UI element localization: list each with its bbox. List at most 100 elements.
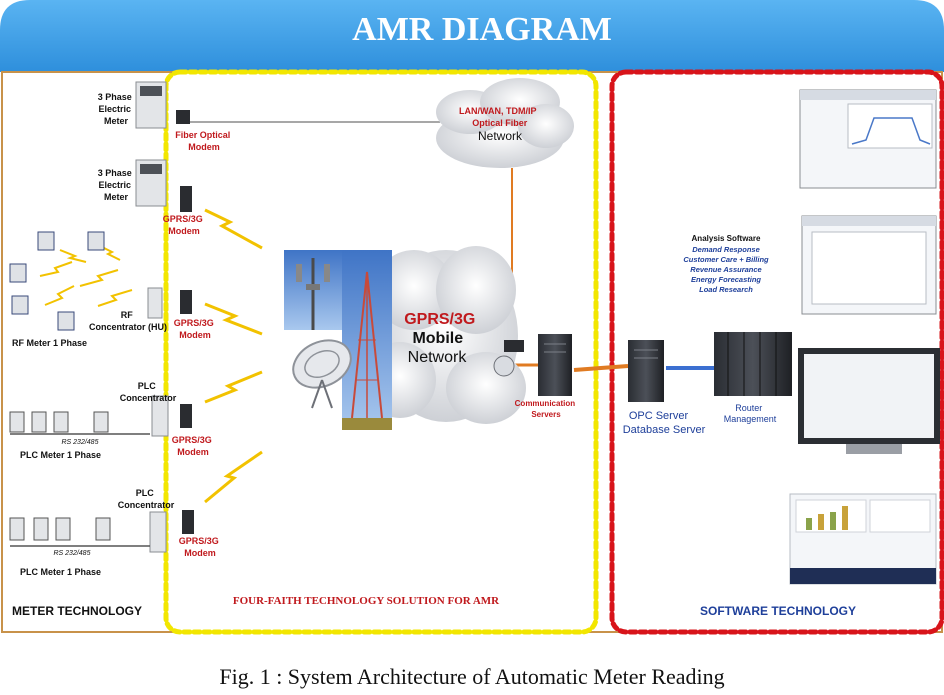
label-line: Modem [184,548,216,558]
label-line: GPRS/3G [174,318,214,328]
analysis-software-title: Analysis Software [692,234,761,243]
label-line: RF [121,310,133,320]
solution-panel [163,69,599,635]
plc-meters-row-1 [9,411,150,435]
label-line: GPRS/3G [172,435,212,445]
gprs-modem-label-3: GPRS/3G Modem [172,435,215,457]
analysis-software-item: Energy Forecasting [691,275,761,284]
opc-server-icon [628,340,664,402]
gprs-modem-icon-3 [180,404,192,428]
analysis-software-item: Revenue Assurance [690,265,761,274]
figure-caption: Fig. 1 : System Architecture of Automati… [219,664,725,689]
plc-concentrator-label-1: PLC Concentrator [120,381,177,403]
gprs-modem-icon-4 [182,510,194,534]
label-line: Fiber Optical [175,130,230,140]
software-screenshot-1 [799,89,937,189]
software-technology-label: SOFTWARE TECHNOLOGY [700,604,856,618]
communication-server-label: Communication Servers [515,399,578,419]
rf-concentrator-label: RF Concentrator (HU) [89,310,167,332]
opc-server-label: OPC Server Database Server [623,410,706,436]
server-rack-icon [714,332,792,396]
wireless-link-4 [204,450,263,504]
header-banner [0,0,944,72]
label-line: Concentrator [120,393,177,403]
analysis-software-item: Customer Care + Billing [683,255,769,264]
label-line: Modem [179,330,211,340]
rf-meter-label: RF Meter 1 Phase [12,338,87,348]
gprs-modem-label-2: GPRS/3G Modem [174,318,217,340]
gprs-modem-icon-1 [180,186,192,212]
communication-server-icon [538,334,572,396]
label-line: Electric [98,104,131,114]
plc-meters-row-2 [9,517,150,547]
label-line: 3 Phase [98,168,132,178]
label-line: LAN/WAN, TDM/IP [459,106,537,116]
label-line: Modem [168,226,200,236]
gprs-modem-label-1: GPRS/3G Modem [163,214,206,236]
rs-label-2: RS 232/485 [54,550,91,557]
plc-meter-label-1: PLC Meter 1 Phase [20,450,101,460]
analysis-software-item: Demand Response [692,245,760,254]
label-line: GPRS/3G [163,214,203,224]
label-line: Mobile [412,330,463,347]
label-line: Router [735,403,762,413]
router-icon [493,340,524,377]
wireless-link-1 [204,208,263,250]
label-line: 3 Phase [98,92,132,102]
wireless-link-2 [204,302,263,336]
router-management-label: Router Management [724,403,777,424]
fiber-modem-label: Fiber Optical Modem [175,130,233,152]
label-line: OPC Server [629,410,689,422]
software-screenshot-4 [789,493,937,585]
meter-label-3phase-1: 3 Phase Electric Meter [98,92,135,126]
label-line: PLC [138,381,157,391]
rf-concentrator-device [147,287,163,319]
three-phase-meter-2 [135,159,167,207]
label-line: Network [408,349,468,366]
analysis-software-item: Load Research [699,285,753,294]
software-screenshot-2 [801,215,937,315]
label-line: Network [478,129,523,143]
rf-wireless-links [39,245,133,307]
wireless-link-3 [204,370,263,404]
radio-tower-image [342,250,392,430]
fiber-modem-icon [176,110,190,124]
rf-meters-group [9,231,105,331]
software-monitor [798,348,940,454]
label-line: GPRS/3G [179,536,219,546]
meter-technology-label: METER TECHNOLOGY [12,604,142,618]
label-line: Database Server [623,424,706,436]
three-phase-meter-1 [135,81,167,129]
plc-concentrator-device-1 [151,395,169,437]
plc-meter-label-2: PLC Meter 1 Phase [20,567,101,577]
mobile-network-label: GPRS/3G Mobile Network [404,311,480,366]
meter-label-3phase-2: 3 Phase Electric Meter [98,168,135,202]
label-line: GPRS/3G [404,311,475,328]
plc-concentrator-device-2 [149,511,167,553]
solution-panel-label: FOUR-FAITH TECHNOLOGY SOLUTION FOR AMR [233,595,500,607]
gprs-modem-icon-2 [180,290,192,314]
plc-concentrator-label-2: PLC Concentrator [118,488,175,510]
mobile-network-cloud [364,246,526,424]
label-line: Servers [531,410,561,419]
label-line: Modem [177,447,209,457]
software-panel [609,69,944,635]
label-line: Electric [98,180,131,190]
label-line: Concentrator [118,500,175,510]
cell-tower-image [284,250,342,330]
label-line: Optical Fiber [472,118,528,128]
diagram-title: AMR DIAGRAM [352,11,612,48]
label-line: Management [724,414,777,424]
label-line: Communication [515,399,576,408]
label-line: Concentrator (HU) [89,322,167,332]
label-line: Modem [188,142,220,152]
label-line: Meter [104,192,129,202]
comm-to-opc-link [573,364,629,372]
optical-network-label: LAN/WAN, TDM/IP Optical Fiber Network [459,101,541,143]
label-line: PLC [136,488,155,498]
gprs-modem-label-4: GPRS/3G Modem [179,536,222,558]
satellite-dish-icon [292,339,352,409]
label-line: Meter [104,116,129,126]
